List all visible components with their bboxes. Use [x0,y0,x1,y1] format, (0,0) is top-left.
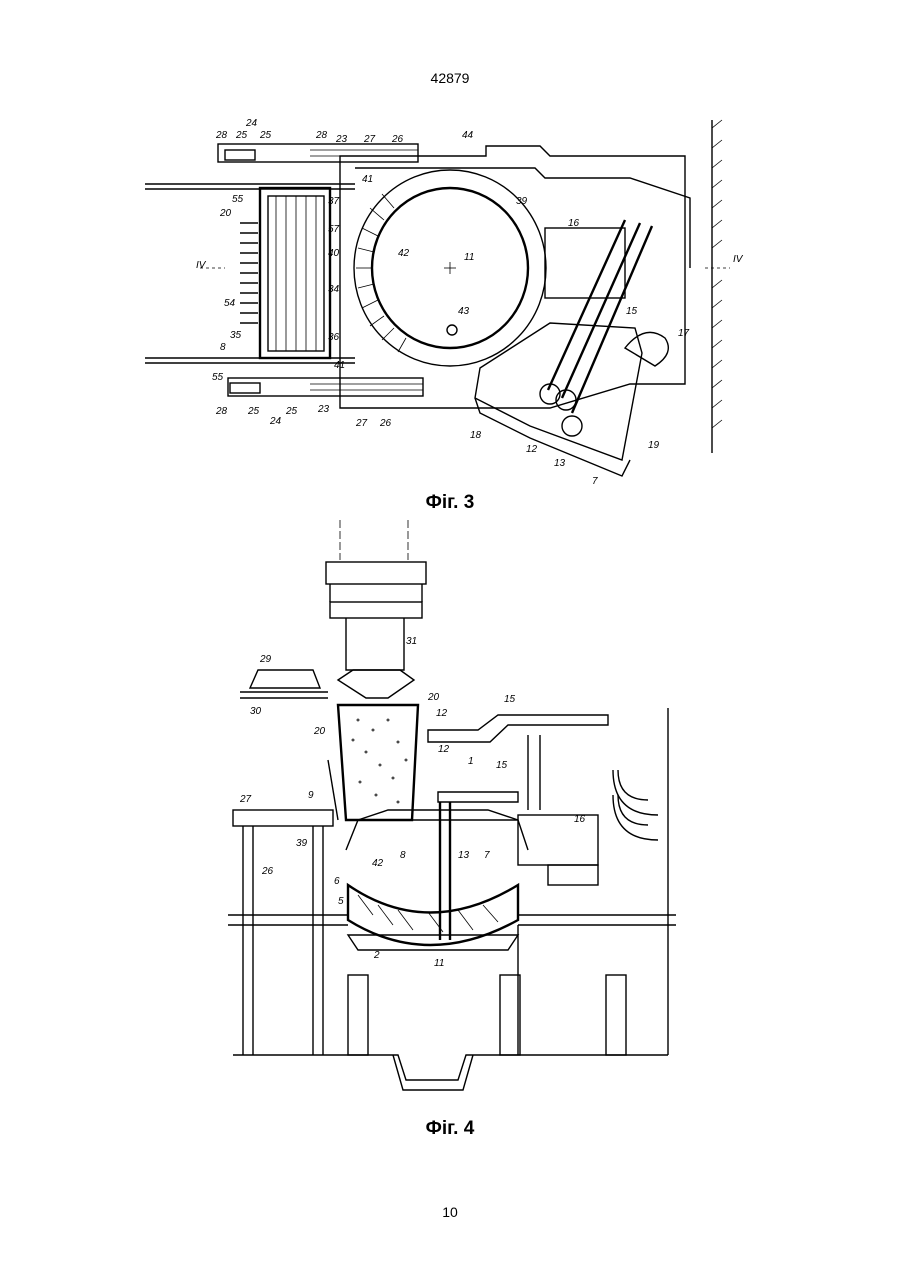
fig4-label: 39 [296,838,308,849]
fig3-label: 41 [362,174,373,185]
fig3-label: 17 [678,328,690,339]
fig3-label: 19 [648,440,660,451]
fig3-label: 24 [245,118,258,129]
fig4-label: 42 [372,858,384,869]
fig3-label: 34 [328,284,340,295]
fig3-label: 28 [215,130,228,141]
fig4-label: 11 [434,958,444,969]
fig4-label: 13 [458,850,470,861]
patent-number: 42879 [0,70,900,86]
fig3-label: 37 [328,196,340,207]
fig4-label: 20 [313,726,326,737]
fig4-label: 8 [400,850,406,861]
fig3-label: 26 [391,134,404,145]
fig3-label: 16 [568,218,580,229]
fig3-label: 7 [592,476,598,486]
fig4-label: 1 [468,756,474,767]
fig3-label: 55 [232,194,244,205]
fig4-label: 29 [259,654,272,665]
fig4-label: 31 [406,636,417,647]
fig4-label: 2 [373,950,380,961]
fig3-label: 27 [355,418,368,429]
fig4-label: 16 [574,814,586,825]
fig3-label: 15 [626,306,638,317]
fig3-label: 54 [224,298,236,309]
fig3-label: 57 [328,224,340,235]
fig3-label: 25 [235,130,248,141]
fig4-label: 12 [436,708,448,719]
fig3-label: 41 [334,360,345,371]
fig3-label: IV [733,254,744,265]
figure-4-drawing: 31 29 30 20 12 15 20 12 1 15 27 9 16 39 … [228,520,676,1098]
fig3-label: 8 [220,342,226,353]
fig4-label: 9 [308,790,314,801]
fig3-label: 55 [212,372,224,383]
fig3-label: 23 [335,134,348,145]
fig4-label: 5 [338,896,344,907]
figure-3-caption: Фіг. 3 [0,492,900,514]
figure-3-drawing: 28 25 24 25 28 23 27 26 44 41 39 16 55 3… [130,108,772,486]
fig3-label: 27 [363,134,376,145]
fig3-label: 28 [215,406,228,417]
fig3-label: IV [196,260,207,271]
fig3-label: 20 [219,208,232,219]
fig3-label: 11 [464,252,474,263]
fig4-label: 7 [484,850,490,861]
fig3-label: 43 [458,306,470,317]
fig3-label: 25 [285,406,298,417]
fig4-label: 12 [438,744,450,755]
fig3-label: 24 [269,416,282,427]
fig4-label: 6 [334,876,340,887]
fig3-label: 44 [462,130,474,141]
fig4-label: 27 [239,794,252,805]
fig3-label: 36 [328,332,340,343]
fig3-label: 23 [317,404,330,415]
fig3-label: 25 [259,130,272,141]
fig3-label: 26 [379,418,392,429]
fig3-label: 35 [230,330,242,341]
fig3-label: 18 [470,430,482,441]
fig3-label: 42 [398,248,410,259]
fig3-label: 12 [526,444,538,455]
fig3-label: 28 [315,130,328,141]
fig4-label: 30 [250,706,262,717]
fig3-label: 25 [247,406,260,417]
fig3-label: 40 [328,248,340,259]
fig4-label: 15 [504,694,516,705]
fig4-label: 15 [496,760,508,771]
figure-4-caption: Фіг. 4 [0,1118,900,1140]
page-number: 10 [0,1204,900,1220]
fig3-label: 39 [516,196,528,207]
fig3-label: 13 [554,458,566,469]
fig4-label: 26 [261,866,274,877]
fig4-label: 20 [427,692,440,703]
